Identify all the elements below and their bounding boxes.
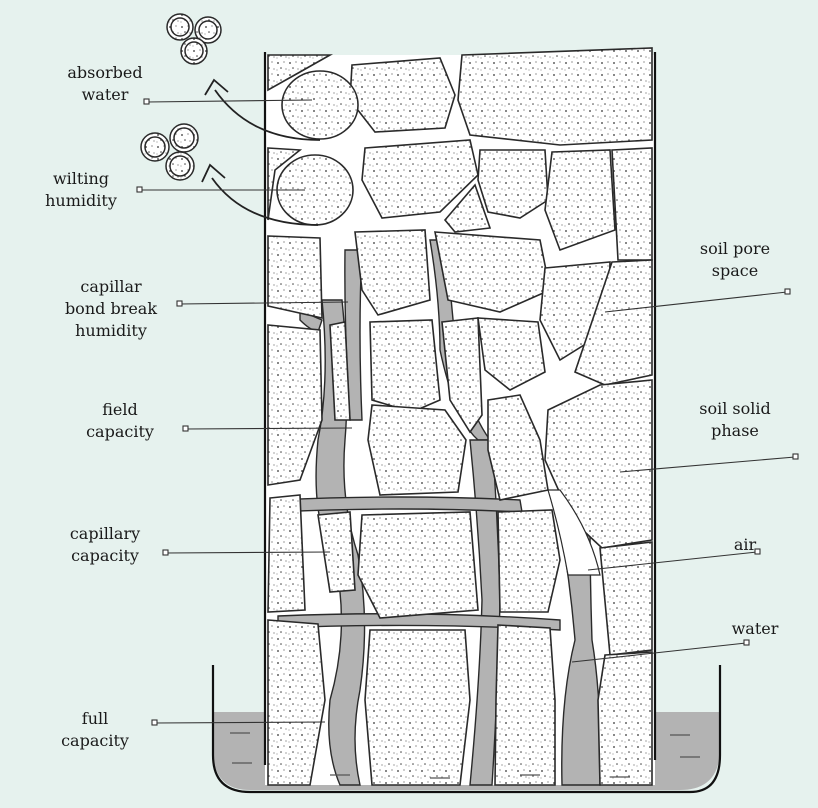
label-line: water: [30, 84, 180, 106]
label-absorbed-water: absorbed water: [30, 62, 180, 106]
label-line: capacity: [45, 421, 195, 443]
label-line: field: [45, 399, 195, 421]
water-droplets-top: [167, 14, 221, 64]
label-water: water: [720, 618, 790, 640]
label-soil-solid-phase: soil solid phase: [665, 398, 805, 442]
label-line: absorbed: [30, 62, 180, 84]
label-capillar-bond-break-humidity: capillar bond break humidity: [36, 276, 186, 342]
label-line: bond break: [36, 298, 186, 320]
label-line: capacity: [20, 730, 170, 752]
label-line: air: [715, 534, 775, 556]
label-full-capacity: full capacity: [20, 708, 170, 752]
label-capillary-capacity: capillary capacity: [30, 523, 180, 567]
label-line: wilting: [6, 168, 156, 190]
label-field-capacity: field capacity: [45, 399, 195, 443]
label-line: water: [720, 618, 790, 640]
label-wilting-humidity: wilting humidity: [6, 168, 156, 212]
label-line: humidity: [6, 190, 156, 212]
label-line: space: [665, 260, 805, 282]
label-line: capacity: [30, 545, 180, 567]
label-line: capillary: [30, 523, 180, 545]
label-line: soil pore: [665, 238, 805, 260]
label-line: full: [20, 708, 170, 730]
label-air: air: [715, 534, 775, 556]
label-line: capillar: [36, 276, 186, 298]
label-line: humidity: [36, 320, 186, 342]
label-soil-pore-space: soil pore space: [665, 238, 805, 282]
label-line: phase: [665, 420, 805, 442]
label-line: soil solid: [665, 398, 805, 420]
